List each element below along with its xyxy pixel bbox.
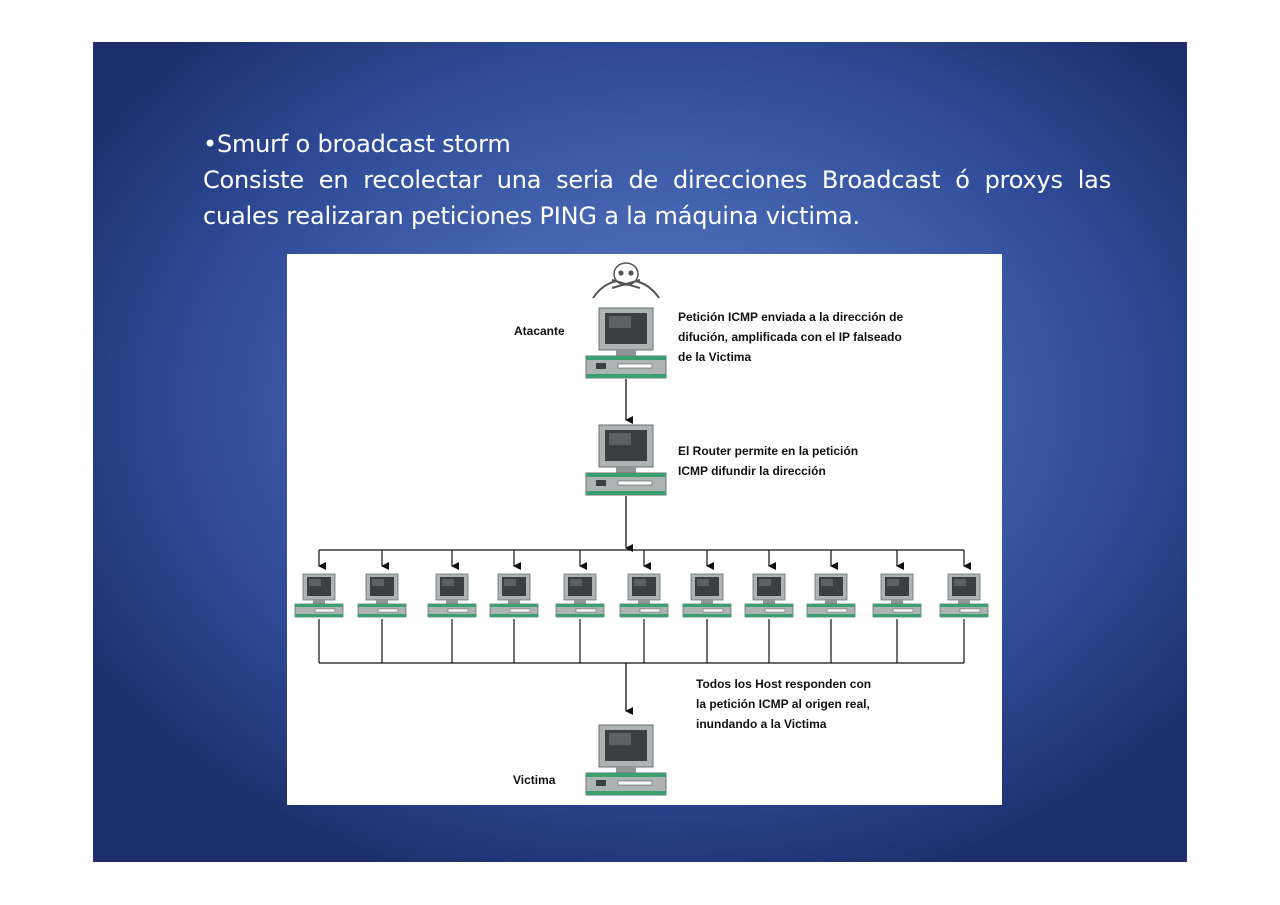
- diagram-canvas: [294, 262, 989, 796]
- host-computer-icon: [555, 573, 605, 618]
- hosts-note-line: Todos los Host responden con: [696, 677, 872, 691]
- slide: •Smurf o broadcast storm Consiste en rec…: [93, 42, 1187, 862]
- skull-crossbones-icon: [592, 262, 660, 299]
- victim-computer-icon: [585, 724, 667, 796]
- router-note-line: ICMP difundir la dirección: [678, 464, 826, 478]
- host-computer-icon: [682, 573, 732, 618]
- host-computer-icon: [619, 573, 669, 618]
- host-computer-icon: [357, 573, 407, 618]
- victim-label: Victima: [513, 773, 556, 787]
- router-computer-icon: [585, 424, 667, 496]
- host-computer-icon: [872, 573, 922, 618]
- description-paragraph: Consiste en recolectar una seria de dire…: [203, 166, 1111, 230]
- smurf-attack-diagram: Atacante Petición ICMP enviada a la dire…: [287, 254, 1002, 805]
- router-note: El Router permite en la petición ICMP di…: [678, 441, 858, 481]
- attacker-note-line: difución, amplificada con el IP falseado: [678, 330, 902, 344]
- attacker-computer-icon: [585, 307, 667, 379]
- attacker-label: Atacante: [514, 324, 565, 338]
- slide-text: •Smurf o broadcast storm Consiste en rec…: [203, 126, 1111, 234]
- attacker-note: Petición ICMP enviada a la dirección de …: [678, 307, 903, 367]
- broadcast-hosts: [294, 549, 989, 664]
- router-note-line: El Router permite en la petición: [678, 444, 859, 458]
- host-computer-icon: [294, 573, 344, 618]
- attacker-note-line: Petición ICMP enviada a la dirección de: [678, 310, 904, 324]
- bullet-heading: •Smurf o broadcast storm: [203, 130, 511, 158]
- host-computer-icon: [939, 573, 989, 618]
- host-computer-icon: [744, 573, 794, 618]
- attacker-note-line: de la Victima: [678, 350, 752, 364]
- hosts-note-line: la petición ICMP al origen real,: [696, 697, 870, 711]
- host-computer-icon: [489, 573, 539, 618]
- host-computer-icon: [427, 573, 477, 618]
- hosts-note-line: inundando a la Victima: [696, 717, 827, 731]
- host-computer-icon: [806, 573, 856, 618]
- hosts-note: Todos los Host responden con la petición…: [696, 674, 871, 734]
